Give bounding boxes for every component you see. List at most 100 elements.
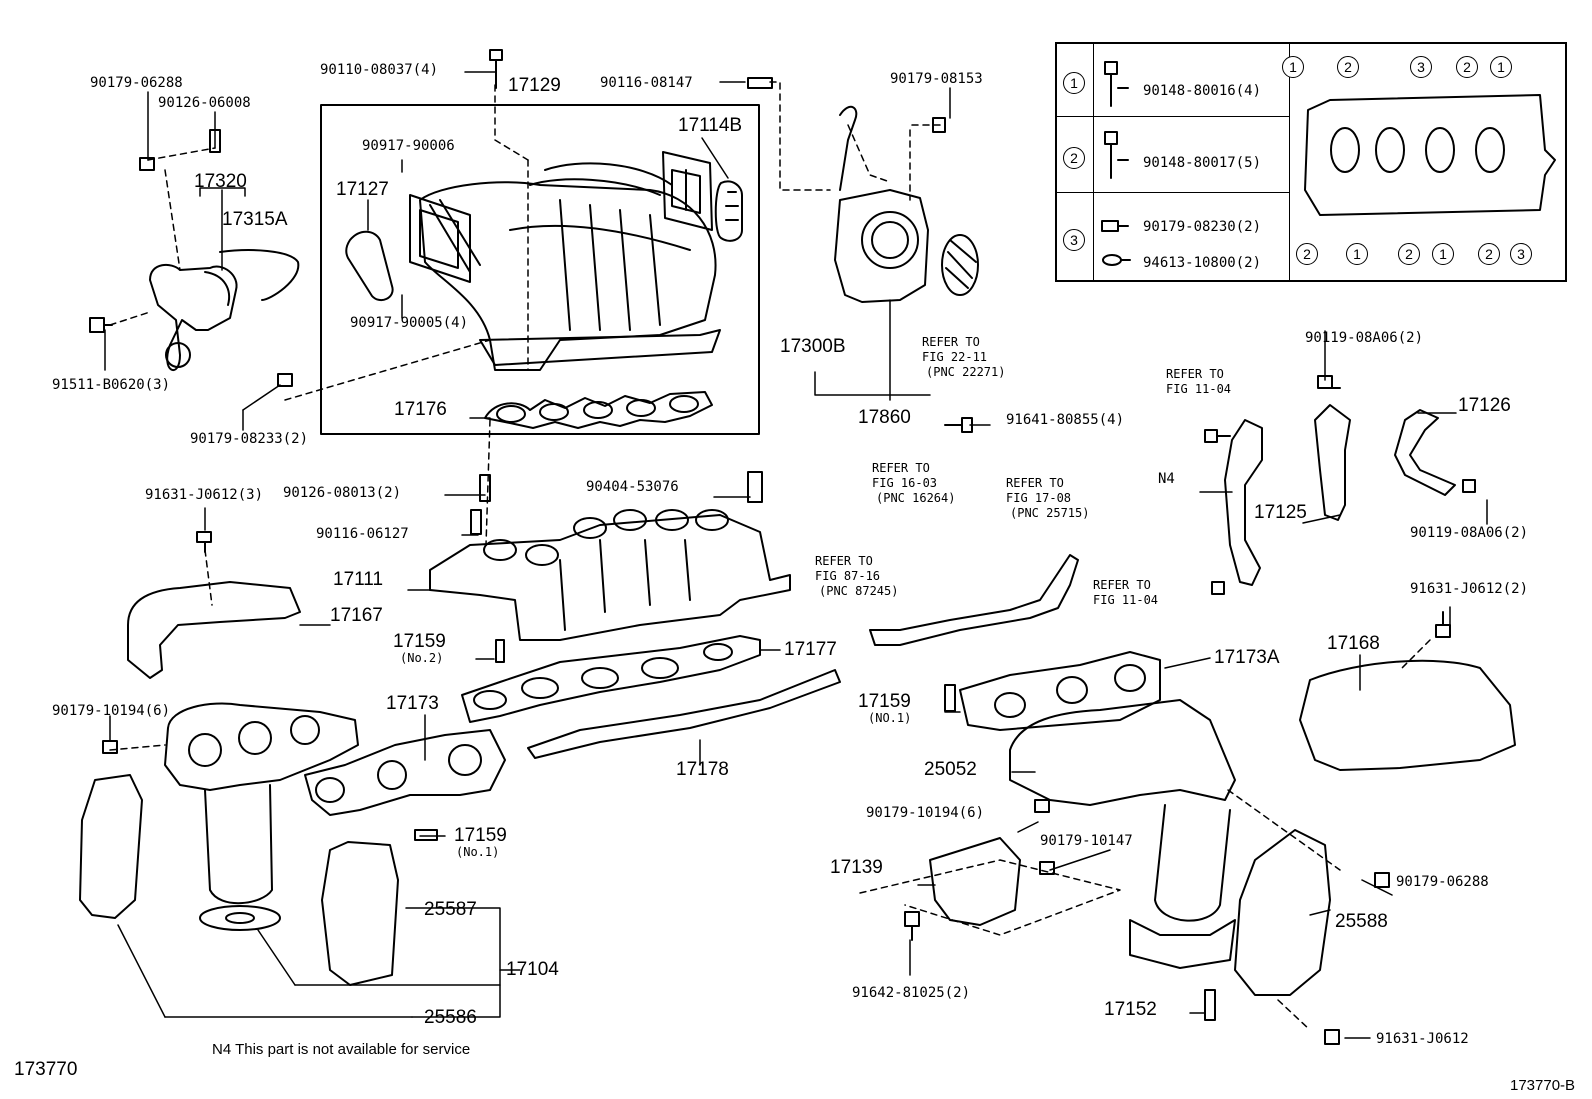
part-label: 91631-J0612(2)	[1410, 581, 1529, 597]
gasket-key: 1	[1490, 56, 1512, 78]
legend-key-2: 2	[1063, 147, 1085, 169]
bracket-17139	[929, 837, 1021, 926]
diagram-code: 173770	[14, 1059, 78, 1080]
part-label: 17176	[394, 399, 447, 420]
part-label: 17127	[336, 179, 389, 200]
part-label: 17173A	[1214, 647, 1280, 668]
refer-note: REFER TO	[815, 554, 873, 568]
part-label: (No.1)	[456, 845, 500, 859]
legend-gasket-drawing	[1304, 94, 1556, 216]
part-label: 90179-06288	[1396, 874, 1489, 890]
part-label: 91511-B0620(3)	[52, 377, 171, 393]
part-label: 17159	[454, 825, 507, 846]
refer-note: FIG 17-08	[1006, 491, 1072, 505]
part-label: 91641-80855(4)	[1006, 412, 1125, 428]
part-label: 17300B	[780, 336, 846, 357]
part-label: 17114B	[678, 115, 743, 136]
part-label: 91631-J0612(3)	[145, 487, 264, 503]
part-label: 90917-90006	[362, 138, 455, 154]
leader-lines	[104, 71, 1488, 1039]
left-exhaust-manifold-drawing	[79, 702, 399, 986]
part-label: 25586	[424, 1007, 477, 1028]
part-label: 90917-90005(4)	[350, 315, 469, 331]
legend-key-column	[1057, 44, 1094, 280]
refer-note: REFER TO	[922, 335, 980, 349]
part-label: 90116-06127	[316, 526, 409, 542]
part-label: N4	[1158, 471, 1175, 487]
insulator-17168	[1299, 659, 1516, 771]
gasket-key: 2	[1296, 243, 1318, 265]
gasket-17173	[304, 729, 506, 816]
part-label: 25588	[1335, 911, 1388, 932]
legend-key-1: 1	[1063, 72, 1085, 94]
bracket-N4	[1224, 419, 1263, 586]
legend-key-3: 3	[1063, 229, 1085, 251]
gasket-key: 3	[1510, 243, 1532, 265]
part-label: 90116-08147	[600, 75, 693, 91]
refer-note: (PNC 22271)	[926, 365, 1006, 379]
part-label: 90119-08A06(2)	[1410, 525, 1529, 541]
legend-part-3a: 90179-08230(2)	[1143, 219, 1262, 235]
part-label: 90126-06008	[158, 95, 251, 111]
gasket-17173A	[959, 651, 1161, 731]
legend-part-2: 90148-80017(5)	[1143, 155, 1262, 171]
legend-part-3b: 94613-10800(2)	[1143, 255, 1262, 271]
part-label: 25052	[924, 759, 977, 780]
gasket-key: 2	[1456, 56, 1478, 78]
gasket-key: 3	[1410, 56, 1432, 78]
fastener-legend: 1 2 3 90148-80016(4) 90148-80017(5) 9017…	[1055, 42, 1567, 282]
part-label: 90126-08013(2)	[283, 485, 402, 501]
part-label: 17315A	[222, 209, 288, 230]
part-label: 17159	[393, 631, 446, 652]
assembly-lines	[109, 81, 1431, 1031]
part-label: 91631-J0612	[1376, 1031, 1469, 1047]
iacv-drawing	[149, 249, 300, 372]
diagram-code-b: 173770-B	[1510, 1077, 1576, 1094]
part-label: 90179-10194(6)	[52, 703, 171, 719]
part-label: 90179-06288	[90, 75, 183, 91]
bracket-17126	[1394, 409, 1456, 496]
part-label: 90119-08A06(2)	[1305, 330, 1424, 346]
part-label: 17139	[830, 857, 883, 878]
intake-plenum-drawing	[409, 151, 721, 371]
part-label: 17152	[1104, 999, 1157, 1020]
refer-note: FIG 16-03	[872, 476, 938, 490]
part-label: 17173	[386, 693, 439, 714]
part-label: 17111	[333, 569, 384, 590]
part-label: 17104	[506, 959, 559, 980]
gasket-key: 1	[1282, 56, 1304, 78]
gasket-key: 1	[1346, 243, 1368, 265]
part-label: 17860	[858, 407, 911, 428]
insulator-25588	[1234, 829, 1331, 996]
part-label: (No.2)	[400, 651, 444, 665]
refer-note: FIG 22-11	[922, 350, 988, 364]
gasket-17127	[345, 230, 394, 301]
part-label: 17177	[784, 639, 837, 660]
refer-note: REFER TO	[1093, 578, 1151, 592]
legend-row-2	[1057, 116, 1289, 193]
refer-note: (PNC 25715)	[1010, 506, 1090, 520]
legend-fasteners	[1101, 61, 1131, 266]
part-label: 17126	[1458, 395, 1511, 416]
right-exhaust-manifold-drawing	[1009, 699, 1236, 969]
lower-manifold-drawing	[429, 509, 791, 641]
refer-note: FIG 11-04	[1093, 593, 1159, 607]
part-label: 17168	[1327, 633, 1380, 654]
legend-part-1: 90148-80016(4)	[1143, 83, 1262, 99]
gasket-17178	[527, 669, 841, 759]
refer-note: (PNC 16264)	[876, 491, 956, 505]
part-label: 90179-08153	[890, 71, 983, 87]
gasket-key: 2	[1478, 243, 1500, 265]
wire-bracket	[869, 554, 1079, 646]
gasket-17114B	[714, 180, 743, 242]
part-label: 17159	[858, 691, 911, 712]
footnote: N4 This part is not available for servic…	[212, 1041, 471, 1058]
part-label: 17167	[330, 605, 383, 626]
gasket-key: 1	[1432, 243, 1454, 265]
bracket-17125	[1314, 404, 1351, 521]
part-label: 90179-10147	[1040, 833, 1133, 849]
legend-divider	[1289, 44, 1290, 280]
refer-note: REFER TO	[1166, 367, 1224, 381]
